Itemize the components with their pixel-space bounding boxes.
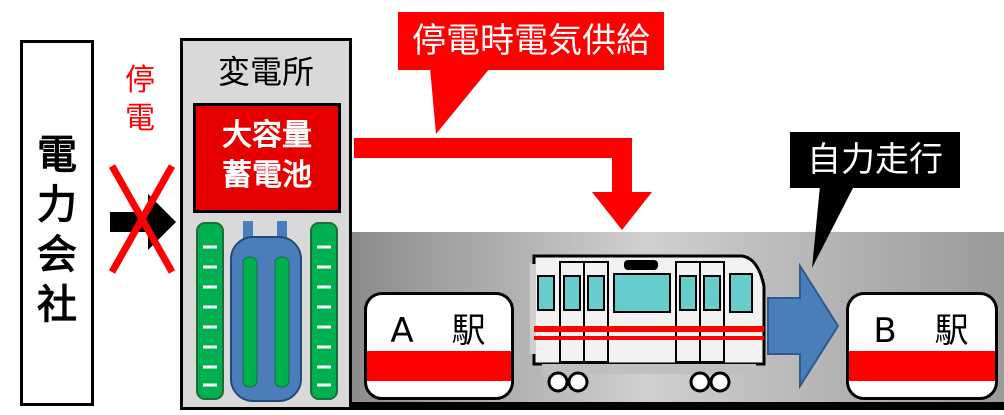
station-a-label: A 駅 (390, 311, 488, 351)
station-a-stripe (367, 351, 511, 381)
battery-unit-icon (196, 221, 338, 402)
station-a: A 駅 (364, 292, 514, 400)
substation-box: 変電所 大容量 蓄電池 (180, 38, 352, 410)
battery-box: 大容量 蓄電池 (193, 103, 341, 213)
train-icon (530, 254, 766, 393)
station-b: B 駅 (846, 292, 998, 400)
supply-arrow-icon (354, 138, 652, 230)
station-b-label: B 駅 (873, 311, 971, 351)
self-run-callout: 自力走行 (790, 132, 960, 188)
outage-char: 停 (125, 63, 155, 98)
supply-callout-tail-icon (430, 68, 490, 134)
substation-title: 変電所 (217, 53, 314, 91)
self-run-callout-tail-icon (812, 186, 854, 268)
outage-label: 停 電 (118, 62, 162, 138)
station-b-stripe (849, 351, 995, 381)
movement-arrow-icon (767, 262, 840, 390)
power-company-box: 電 力 会 社 (20, 40, 94, 406)
power-company-char: 社 (37, 282, 77, 328)
power-company-char: 会 (37, 232, 77, 278)
outage-cross-icon (108, 164, 176, 274)
power-company-char: 電 (37, 132, 77, 178)
outage-char: 電 (125, 101, 155, 136)
rail-line (352, 402, 1004, 410)
battery-label-line1: 大容量 (222, 118, 312, 153)
power-company-char: 力 (37, 182, 77, 228)
battery-label-line2: 蓄電池 (222, 158, 312, 193)
supply-callout: 停電時電気供給 (398, 12, 664, 70)
